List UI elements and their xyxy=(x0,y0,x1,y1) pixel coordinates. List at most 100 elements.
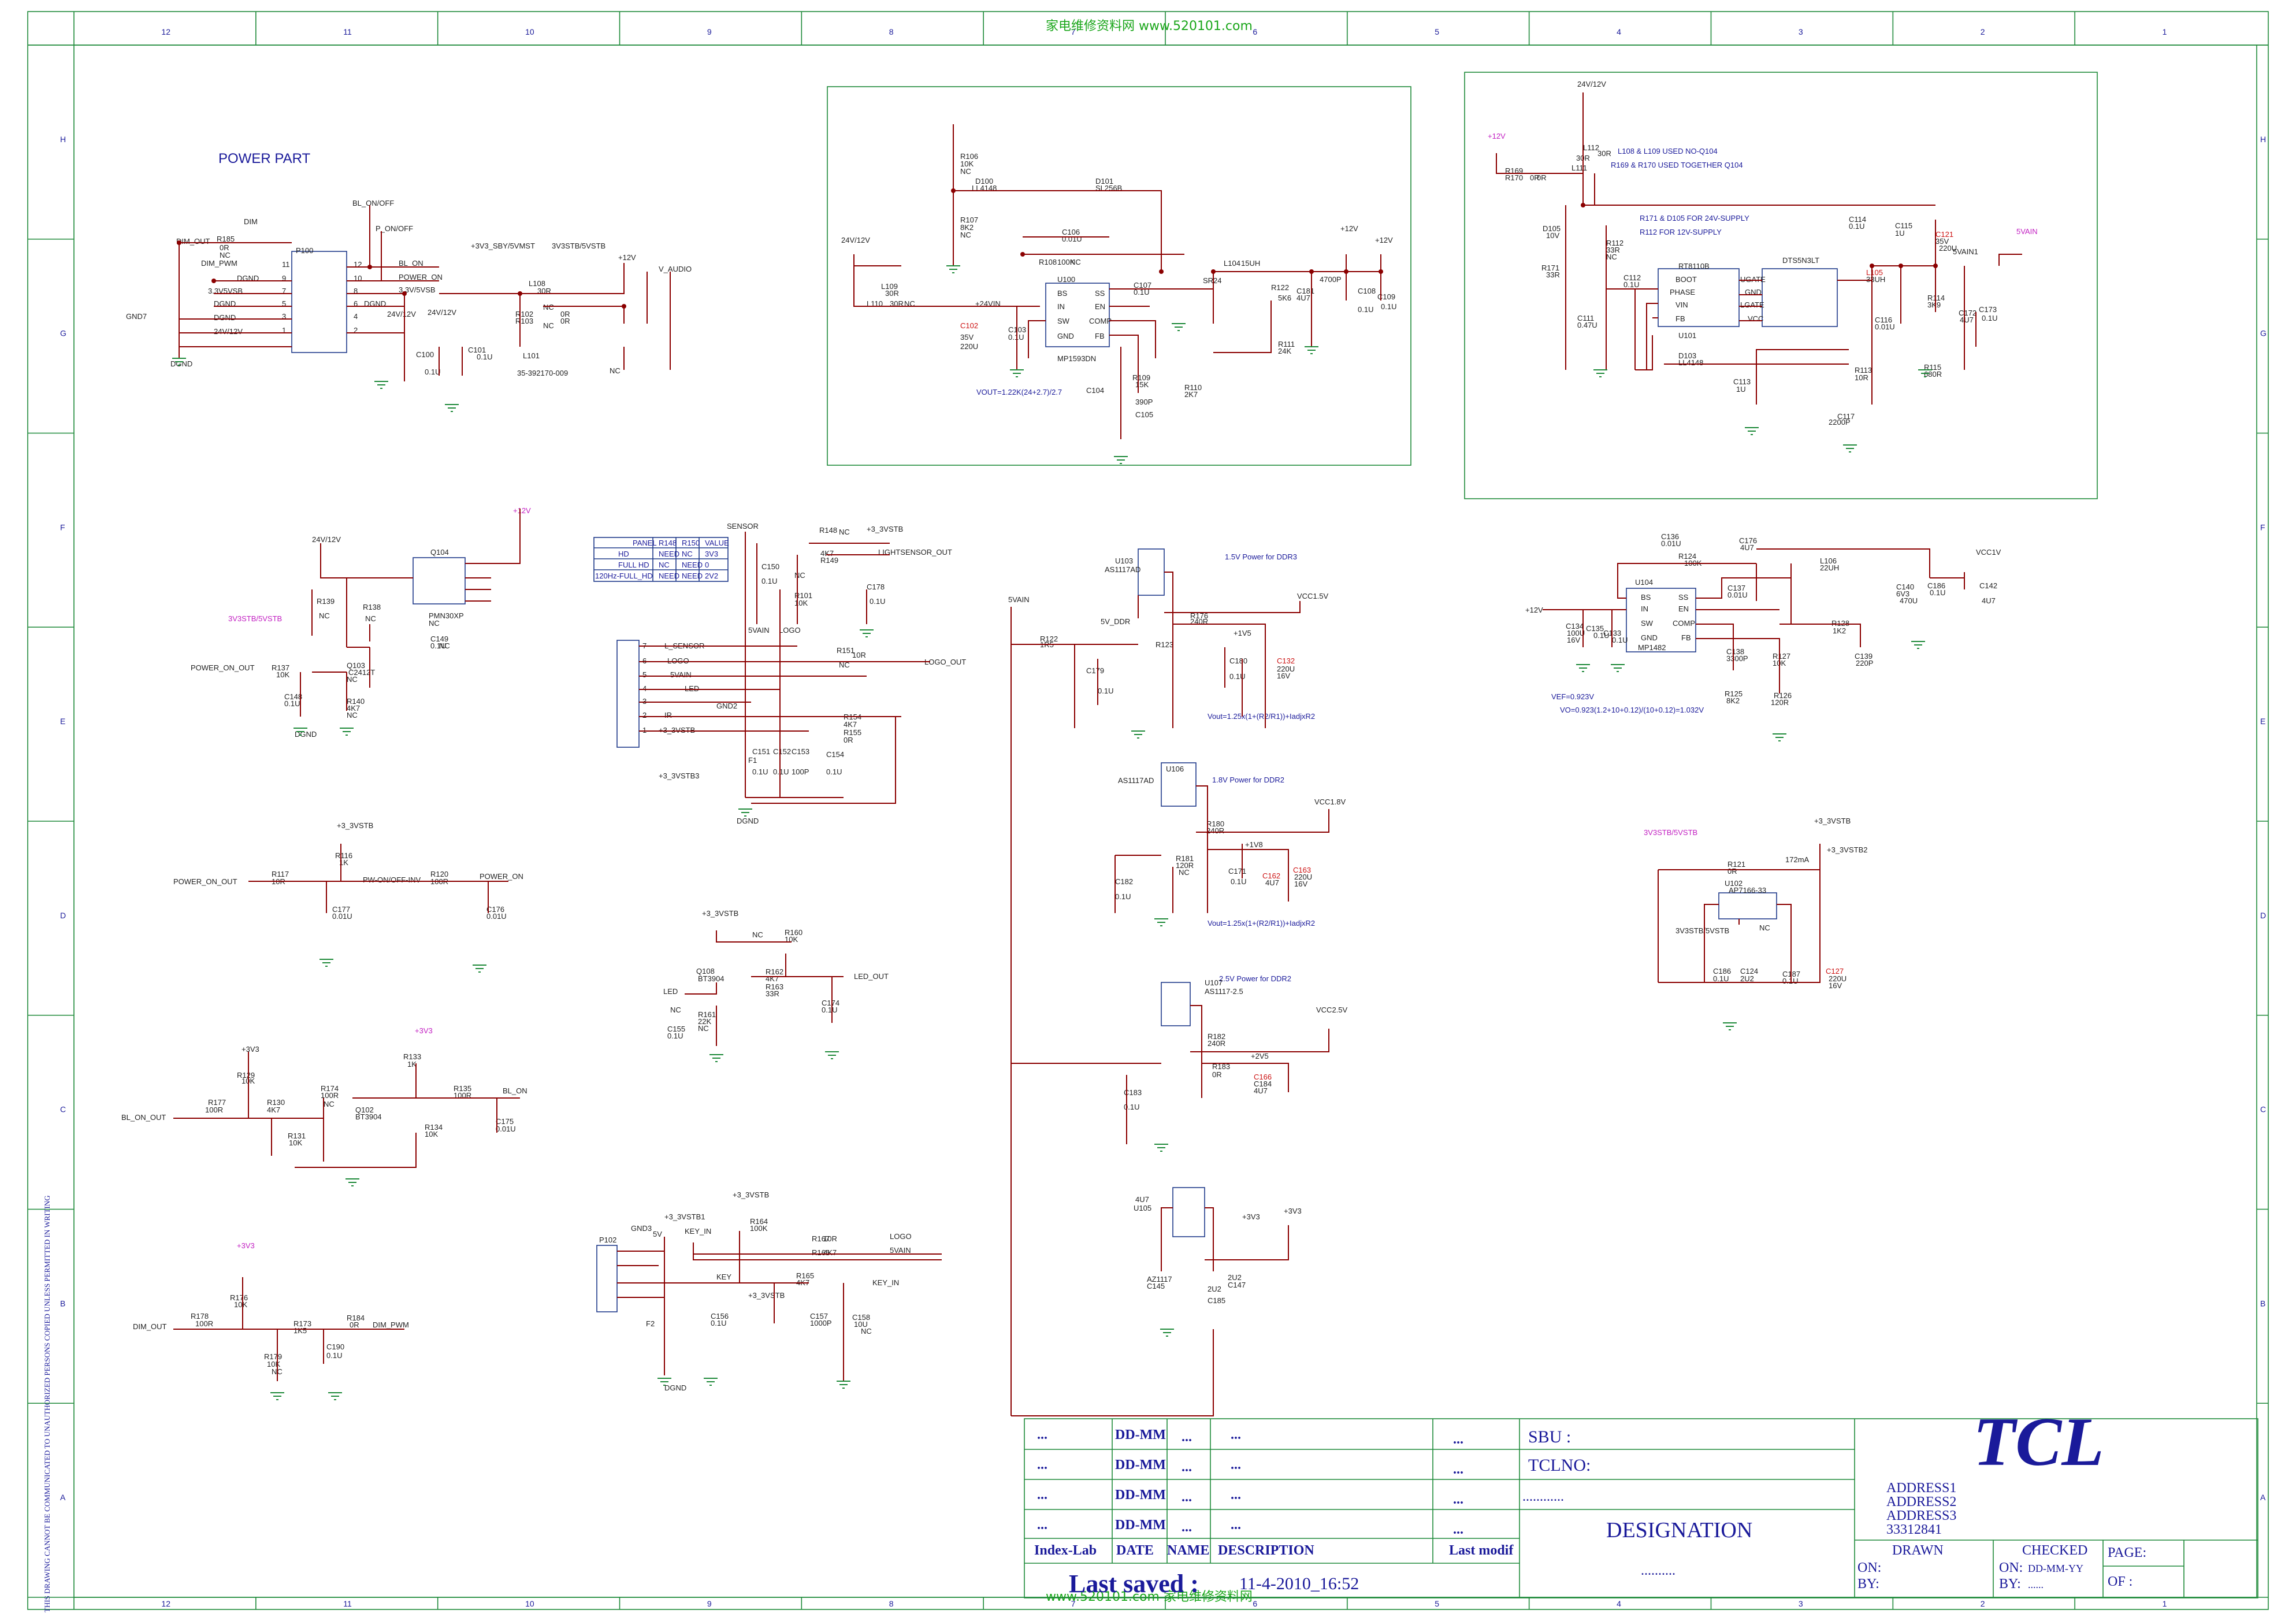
stb-ref-5: C186 xyxy=(1713,967,1731,975)
tb-row2-index: ... xyxy=(1037,1457,1047,1472)
supply-ref-3: 10V xyxy=(1546,231,1559,240)
dim-ref-5: R173 xyxy=(293,1319,311,1328)
tb-row3-desc: ... xyxy=(1231,1488,1241,1503)
p100-part-8: 0R xyxy=(560,317,570,325)
buck-ref-2: NC xyxy=(960,167,971,176)
buck-ref-17: C107 xyxy=(1134,281,1151,290)
stb-ref-10: 0.1U xyxy=(1782,977,1798,985)
ldo-ref-45: C145 xyxy=(1147,1282,1165,1290)
p102-ref-19: C157 xyxy=(810,1312,828,1320)
p100-part-1: 0R xyxy=(220,243,229,252)
bl-ref-16: 1K xyxy=(407,1060,417,1069)
q104-ref-17: R140 xyxy=(347,697,365,706)
p100-left-net-6: 24V/12V xyxy=(214,327,243,336)
buck-ref-7: R107 xyxy=(960,216,978,224)
buck-ref-3: D100 xyxy=(975,177,993,186)
p101-ref-19: 0.1U xyxy=(752,767,768,776)
address-3: ADDRESS3 xyxy=(1886,1508,1956,1523)
led-ref-8: BT3904 xyxy=(698,974,725,983)
mp-ref-31: C140 xyxy=(1896,583,1914,591)
bl-ref-6: R130 xyxy=(267,1098,285,1107)
mp-ref-8: L106 xyxy=(1820,557,1837,565)
supply-ref-19: 220U xyxy=(1939,244,1957,253)
mp-ref-22: 8K2 xyxy=(1726,696,1740,705)
dim-ref-1: 10K xyxy=(234,1300,247,1309)
p100-part-20: DGND xyxy=(170,359,192,368)
mp-ref-4: C176 xyxy=(1739,536,1757,545)
p100-part-12: 35-392170-009 xyxy=(517,369,568,377)
stb-ref-1: 0R xyxy=(1727,867,1737,876)
led-ref-7: Q108 xyxy=(696,967,715,975)
q104-ref-6: NC xyxy=(319,611,330,620)
q104-ref-12: NC xyxy=(347,675,358,684)
q104-ref-0: Q104 xyxy=(430,548,449,557)
row-label-7: A xyxy=(2260,1493,2266,1502)
stb-ref-8: 2U2 xyxy=(1740,974,1754,983)
p100-pin-4: 3 xyxy=(282,312,286,321)
p100-part-7: 0R xyxy=(560,310,570,318)
supply-ref-18: 35V xyxy=(1935,237,1949,246)
stb-ref-7: C124 xyxy=(1740,967,1758,975)
p100-part-11: L101 xyxy=(523,351,540,360)
p101-ref-15: 4K7 xyxy=(844,720,857,729)
supply-ref-25: 3K9 xyxy=(1927,301,1941,309)
column-label-1: 11 xyxy=(343,1599,352,1608)
column-label-0: 12 xyxy=(161,1599,170,1608)
buck-ref-9: NC xyxy=(960,231,971,239)
ldo-rail-4: +1V5 xyxy=(1234,629,1251,637)
p101-net-10: +3_3VSTB3 xyxy=(659,771,699,780)
p101-ref-22: C153 xyxy=(792,747,809,756)
supply-ref-39: LL4148 xyxy=(1678,358,1703,367)
pon-ref-1: R116 xyxy=(335,851,352,860)
p101-ref-13: NC xyxy=(839,661,850,669)
tb-row3-name: ... xyxy=(1182,1490,1192,1505)
supply-ref-28: C116 xyxy=(1875,316,1892,324)
bl-ref-14: BT3904 xyxy=(355,1112,382,1121)
dim-ref-4: DIM_OUT xyxy=(133,1322,167,1331)
p102-ref-3: 5V xyxy=(653,1230,662,1238)
ldo-ref-27: 4U7 xyxy=(1265,878,1279,887)
p100-pin-0: 11 xyxy=(282,260,290,269)
ldo-ref-44: AZ1117 xyxy=(1147,1275,1172,1284)
q104-ref-15: C148 xyxy=(284,692,302,701)
buck-ref-49: C181 xyxy=(1296,287,1314,295)
p101-ref-7: 10K xyxy=(794,599,808,607)
address-code: 33312841 xyxy=(1886,1522,1942,1537)
buck-ref-18: 0.1U xyxy=(1134,288,1149,296)
q104-ref-10: Q103 xyxy=(347,661,365,670)
buck-ref-50: 4U7 xyxy=(1296,294,1310,302)
tb-row1-index: ... xyxy=(1037,1427,1047,1442)
stb-ref-14: NC xyxy=(1759,923,1770,932)
supply-pin-6: LGATE xyxy=(1740,301,1764,309)
supply-ref-30: C117 xyxy=(1837,412,1855,421)
mp-pin-7: FB xyxy=(1681,633,1691,642)
buck-ref-21: 220U xyxy=(960,342,978,351)
p101-ref-25: 0.1U xyxy=(826,767,842,776)
led-ref-4: R161 xyxy=(698,1010,716,1019)
buck-ref-8: 8K2 xyxy=(960,223,974,232)
ldo-ref-30: 16V xyxy=(1294,880,1307,888)
ldo-ref-20: 240R xyxy=(1206,826,1224,835)
bl-on-block: +3V3R12910KR177100RBL_ON_OUTR1304K7R1741… xyxy=(121,1026,527,1186)
p101-ref-0: R148 xyxy=(819,526,837,535)
column-label-8: 4 xyxy=(1617,1599,1621,1608)
supply-ref-14: 0.1U xyxy=(1849,222,1864,231)
bl-ref-20: R134 xyxy=(425,1123,443,1132)
mp-ref-33: 470U xyxy=(1900,596,1918,605)
tb-row1-desc: ... xyxy=(1231,1427,1241,1442)
p100-pin-8: 8 xyxy=(354,287,358,295)
p100-part-9: NC xyxy=(543,303,554,311)
table-cell-2-0: 120Hz-FULL_HD xyxy=(595,572,653,580)
section-title: POWER PART xyxy=(218,151,310,166)
mp-ref-18: 0.1U xyxy=(1612,636,1628,644)
ldo-ref-34: 240R xyxy=(1208,1039,1225,1048)
stb-ref-4: AP7166-33 xyxy=(1729,886,1766,895)
p100-top-label-2: P_ON/OFF xyxy=(376,224,413,233)
supply-rail-3: 5VAIN xyxy=(2016,227,2038,236)
p100-top-label-0: DIM xyxy=(244,217,258,226)
q104-ref-1: PMN30XP xyxy=(429,611,464,620)
p102-ref-1: +3_3VSTB xyxy=(733,1190,769,1199)
ldo-ref-1: AS1117AD xyxy=(1105,565,1140,574)
